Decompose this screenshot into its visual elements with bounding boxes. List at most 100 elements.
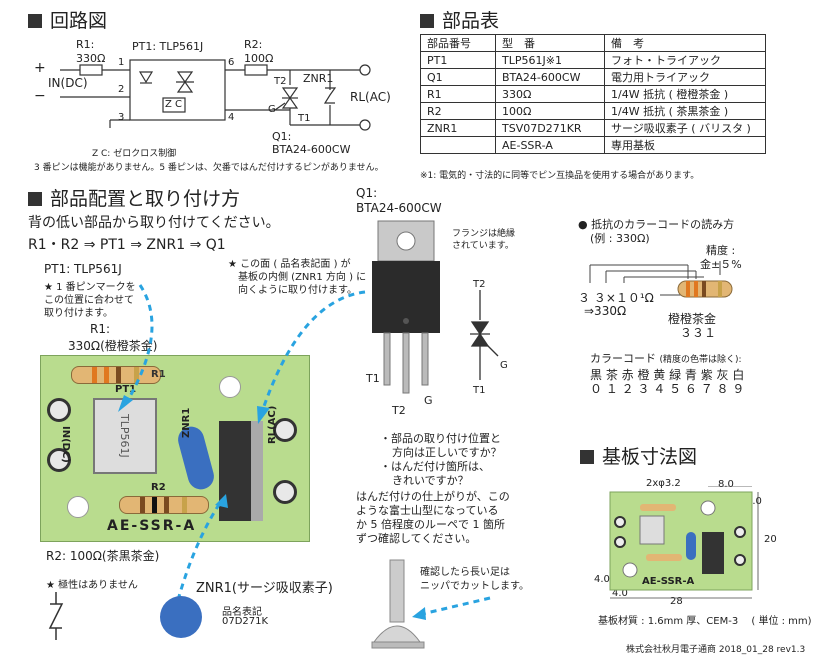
plus-sign: + (34, 60, 46, 76)
pt1-label: PT1: TLP561J (132, 40, 204, 53)
rl-label: RL(AC) (350, 90, 391, 104)
in-pad-plus (47, 398, 71, 422)
pt1-note-2: この位置に合わせて (44, 295, 134, 306)
footer-credit: 株式会社秋月電子通商 2018_01_28 rev1.3 (626, 645, 806, 655)
flange-note-2: されています。 (452, 241, 514, 251)
face-note-1: ★ この面 ( 品名表記面 ) が (228, 259, 351, 270)
colorcode-result: ⇒330Ω (584, 304, 627, 318)
precision-gold: 金±５% (700, 258, 742, 271)
q1-part: BTA24-600CW (272, 143, 351, 156)
triac-symbol (470, 290, 499, 380)
sym-g: G (500, 360, 508, 371)
q1-part-name: BTA24-600CW (356, 201, 442, 215)
check-line-7: か 5 倍程度のルーペで 1 箇所 (356, 518, 505, 531)
g-label: G (268, 104, 276, 115)
q1-package-drawing (372, 220, 440, 394)
colorcode-title: ● 抵抗のカラーコードの読み方 (578, 218, 735, 231)
check-line-2: 方向は正しいですか？ (392, 446, 502, 459)
parts-footnote: ※1: 電気的・寸法的に同等でピン互換品を使用する場合があります。 (420, 171, 700, 181)
board-name: AE-SSR-A (107, 518, 197, 534)
table-cell: TSV07D271KR (495, 119, 605, 137)
flange-note-1: フランジは絶縁 (452, 229, 516, 239)
r1-desc: 330Ω(橙橙茶金) (68, 339, 158, 353)
zc-note: Z C: ゼロクロス制御 (92, 149, 177, 159)
colorcode-example: (例 : 330Ω) (590, 232, 650, 245)
q1-t1: T1 (366, 372, 380, 385)
check-line-3: ・はんだ付け箇所は、 (380, 460, 490, 473)
dim-8: 8.0 (718, 479, 734, 490)
r1-title: R1: (90, 322, 111, 336)
dim-4b: 4.0 (594, 574, 610, 585)
r2-label: R2: (244, 38, 263, 51)
minus-sign: − (34, 88, 46, 104)
pt1-chip: TLP561J (93, 398, 157, 474)
varistor-symbol (48, 592, 64, 640)
znr1-disc (160, 596, 202, 638)
marking-value: 07D271K (222, 616, 269, 627)
color-numbers: ０ １ ２ ３ ４ ５ ６ ７ ８ ９ (590, 382, 745, 396)
pin-note: 3 番ピンは機能がありません。5 番ピンは、欠番ではんだ付けするピンがありません… (34, 163, 384, 173)
r2-desc: R2: 100Ω(茶黒茶金) (46, 549, 160, 563)
in-label: IN(DC) (48, 76, 88, 90)
circuit-heading: 回路図 (28, 6, 107, 33)
placement-order: R1・R2 ⇒ PT1 ⇒ ZNR1 ⇒ Q1 (28, 237, 226, 253)
dim-4a: 4.0 (746, 496, 762, 507)
q1-g: G (424, 394, 433, 407)
table-cell: 1/4W 抵抗 ( 橙橙茶金 ) (604, 85, 766, 103)
parts-heading: 部品表 (420, 6, 499, 33)
in-pad-minus (47, 448, 71, 472)
t2-label: T2 (274, 76, 287, 87)
rl-pad-1 (273, 418, 297, 442)
check-line-8: ずつ確認してください。 (356, 532, 477, 545)
rl-pad-2 (273, 480, 297, 504)
colorcode-digits: ３３１ (680, 326, 717, 340)
dim-20: 20 (764, 534, 777, 545)
dim-28: 28 (670, 596, 683, 607)
q1-label: Q1: (272, 130, 292, 143)
sym-t1: T1 (473, 385, 486, 396)
face-note-3: 向くように取り付けます。 (238, 285, 357, 296)
pin-4: 4 (228, 112, 235, 123)
colorcode-bands: 橙橙茶金 (668, 312, 717, 326)
polarity-note: ★ 極性はありません (46, 580, 138, 591)
table-cell: AE-SSR-A (495, 136, 605, 154)
circuit-diagram (60, 59, 371, 131)
parts-header-type: 型 番 (495, 34, 605, 52)
face-note-2: 基板の内側 (ZNR1 方向 ) に (238, 272, 367, 283)
znr1-label: ZNR1 (303, 72, 334, 85)
parts-header-id: 部品番号 (420, 34, 496, 52)
check-line-1: ・部品の取り付け位置と (380, 432, 501, 445)
dim-board-name: AE-SSR-A (642, 576, 695, 587)
q1-t2: T2 (392, 404, 406, 417)
r2-value: 100Ω (244, 52, 274, 65)
marking-label: 品名表記 (222, 607, 262, 618)
zc-label: Z C (165, 99, 183, 110)
solder-joint-drawing (371, 559, 425, 649)
pin-2: 2 (118, 84, 125, 95)
placement-heading: 部品配置と取り付け方 (28, 184, 240, 211)
dim-4c: 4.0 (612, 588, 628, 599)
silk-r2: R2 (151, 482, 166, 493)
check-line-5: はんだ付けの仕上がりが、この (356, 490, 510, 503)
table-cell: サージ吸収素子 ( バリスタ ) (604, 119, 766, 137)
r1-value: 330Ω (76, 52, 106, 65)
table-cell: R2 (420, 102, 496, 120)
parts-header-note: 備 考 (604, 34, 766, 52)
dim-hole: 2xφ3.2 (646, 478, 681, 489)
code-title: カラーコード (精度の色帯は除く): (590, 352, 742, 365)
mount-hole (67, 496, 89, 518)
table-cell: フォト・トライアック (604, 51, 766, 69)
r1-label: R1: (76, 38, 95, 51)
pin-3: 3 (118, 112, 125, 123)
cut-note-1: 確認したら長い足は (420, 567, 510, 578)
check-line-6: ような富士山型になっている (356, 504, 499, 517)
cut-note-2: ニッパでカットします。 (420, 581, 529, 592)
r2-resistor (119, 496, 209, 514)
pin-1: 1 (118, 57, 125, 68)
